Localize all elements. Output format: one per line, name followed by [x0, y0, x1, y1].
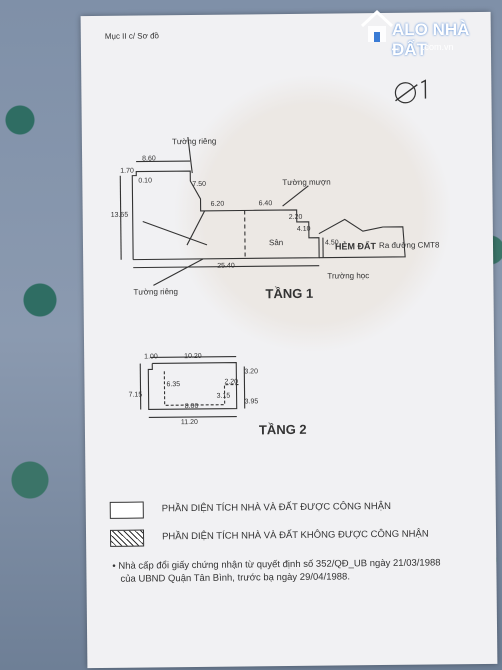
floor1-outline — [131, 170, 320, 261]
note: • Nhà cấp đổi giấy chứng nhận từ quyết đ… — [112, 556, 492, 586]
dim-4-10: 4.10 — [296, 225, 311, 233]
dim-1-70: 1.70 — [120, 167, 134, 175]
dim-7-15: 7.15 — [128, 391, 143, 399]
watermark-logo: ALO NHÀ ĐẤT .com.vn — [352, 0, 502, 60]
dim-6-40: 6.40 — [258, 200, 273, 208]
alley-outline — [318, 218, 406, 259]
floor1-title: TẦNG 1 — [265, 285, 314, 302]
dim-6-20: 6.20 — [210, 200, 225, 208]
dim-10-20: 10.20 — [184, 352, 202, 361]
dim-2-20: 2.20 — [288, 213, 303, 221]
label-truong-hoc: Trường học — [327, 271, 370, 281]
north-arrow-icon — [394, 79, 427, 104]
dim-8-60: 8.60 — [142, 155, 156, 163]
legend-not-recognized-swatch — [109, 529, 145, 547]
dim-13-65: 13.65 — [110, 211, 129, 219]
dim-1-00: 1.00 — [144, 353, 158, 361]
legend-recognized-swatch — [109, 501, 144, 519]
floor1-plan — [119, 136, 406, 286]
dim-25-40: 25.40 — [217, 262, 235, 270]
label-tuong-muon: Tường mượn — [282, 177, 331, 188]
floor2-title: TẦNG 2 — [258, 421, 307, 438]
floor2-outline — [147, 361, 238, 411]
label-ra-duong: Ra đường CMT8 — [378, 240, 440, 251]
dim-3-15: 3.15 — [216, 392, 231, 400]
note-line-2: của UBND Quận Tân Bình, trước bạ ngày 29… — [120, 571, 351, 585]
floor2-plan — [139, 356, 246, 419]
watermark-brand: ALO NHÀ ĐẤT — [392, 20, 470, 59]
legend-not-recognized-text: PHẦN DIỆN TÍCH NHÀ VÀ ĐẤT KHÔNG ĐƯỢC CÔN… — [161, 528, 429, 543]
dim-2-20-f2: 2.20 — [224, 378, 239, 386]
label-hem-dat: HẺM ĐẤT — [334, 241, 377, 252]
dim-6-35: 6.35 — [166, 381, 181, 389]
dim-0-10: 0.10 — [138, 177, 152, 185]
label-san: Sân — [268, 238, 284, 248]
house-logo-icon — [360, 9, 394, 42]
label-tuong-rieng-top: Tường riêng — [171, 136, 217, 147]
dim-7-50: 7.50 — [192, 180, 207, 189]
legend-recognized-text: PHẦN DIỆN TÍCH NHÀ VÀ ĐẤT ĐƯỢC CÔNG NHẬN — [161, 500, 391, 515]
document-page: Mục II c/ Sơ đồ Tường riêng 8.6 — [80, 11, 498, 669]
dim-8-00: 8.00 — [184, 402, 199, 411]
label-tuong-rieng-bottom: Tường riêng — [133, 287, 178, 297]
dim-3-20: 3.20 — [244, 368, 258, 376]
dim-3-95: 3.95 — [244, 398, 259, 406]
watermark-domain: .com.vn — [422, 42, 454, 52]
dim-11-20: 11.20 — [180, 418, 198, 427]
